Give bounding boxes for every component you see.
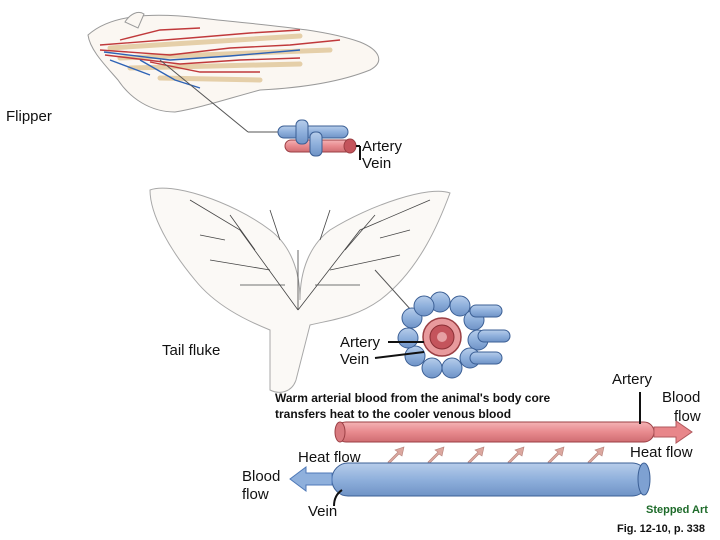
vein-vessel bbox=[289, 462, 651, 507]
right-heat-flow-label: Heat flow bbox=[630, 444, 693, 461]
flipper-vein-label: Vein bbox=[362, 155, 392, 172]
artery-label: Artery bbox=[612, 371, 653, 388]
artery-vessel bbox=[334, 392, 693, 444]
right-blood-label: Blood bbox=[662, 389, 701, 406]
flipper-artery-label: Artery bbox=[362, 138, 403, 155]
tail-fluke-illustration bbox=[149, 187, 451, 393]
flipper-illustration bbox=[87, 11, 380, 133]
left-heat-flow-label: Heat flow bbox=[298, 449, 361, 466]
tail-artery-label: Artery bbox=[340, 334, 381, 351]
figure-reference: Fig. 12-10, p. 338 bbox=[617, 523, 706, 535]
right-flow-label: flow bbox=[674, 408, 701, 425]
left-blood-label: Blood bbox=[242, 468, 281, 485]
tail-vein-label: Vein bbox=[340, 351, 370, 368]
caption-line-2: transfers heat to the cooler venous bloo… bbox=[275, 407, 512, 421]
caption-line-1: Warm arterial blood from the animal's bo… bbox=[275, 391, 551, 405]
heat-flow-arrows bbox=[387, 446, 605, 465]
tail-fluke-label: Tail fluke bbox=[162, 342, 221, 359]
rete-cross-section bbox=[374, 291, 511, 379]
stepped-art-label: Stepped Art bbox=[646, 504, 708, 516]
flipper-label: Flipper bbox=[6, 108, 52, 125]
vein-label: Vein bbox=[308, 503, 338, 520]
left-flow-label: flow bbox=[242, 486, 269, 503]
flipper-vessel-segment bbox=[277, 119, 361, 160]
